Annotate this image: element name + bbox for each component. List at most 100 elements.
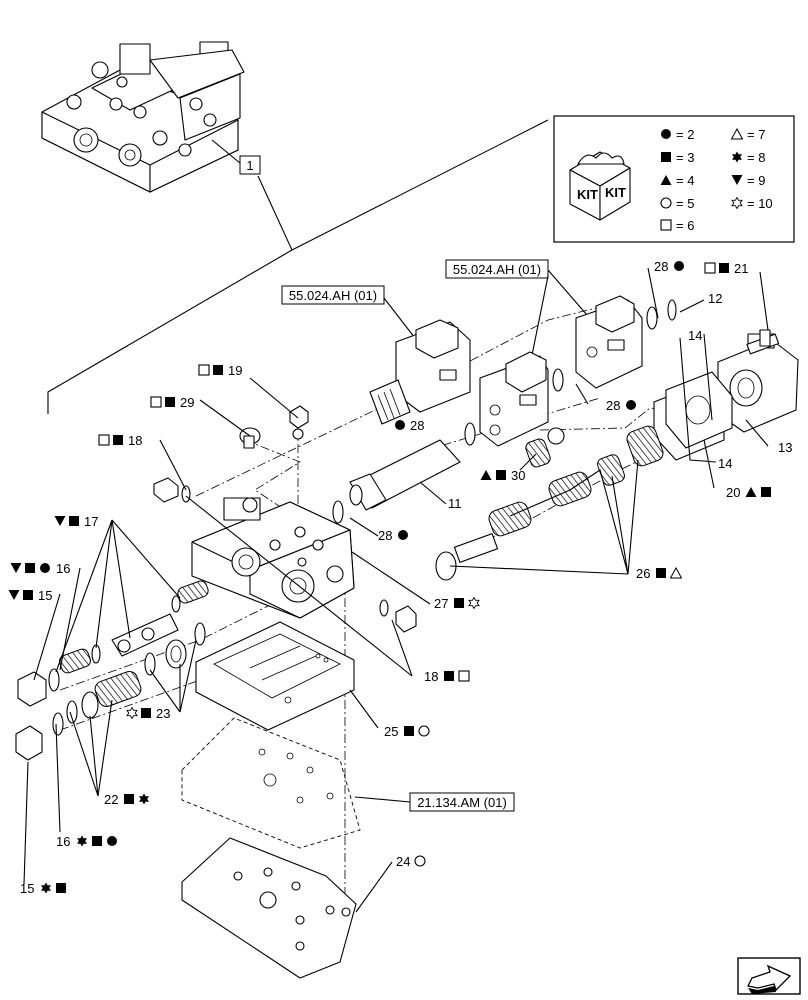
- plug-18-lower[interactable]: [395, 605, 417, 633]
- base-plate-24[interactable]: [181, 837, 357, 979]
- callout-19[interactable]: 19: [198, 363, 242, 378]
- svg-text:KIT: KIT: [577, 187, 598, 202]
- callout-29[interactable]: 29: [150, 395, 194, 410]
- callout-28-middle[interactable]: 28: [395, 418, 424, 433]
- o-ring-28: [332, 500, 344, 524]
- valve-assembly-overview: [41, 41, 245, 193]
- assembly-callout[interactable]: 1: [239, 155, 261, 175]
- legend-entry-9: = 9: [731, 173, 765, 188]
- legend-entry-10: = 10: [731, 196, 773, 211]
- solenoid-left[interactable]: [369, 319, 471, 425]
- callout-18-lower[interactable]: 18: [424, 669, 470, 684]
- reference-box-solenoid-right[interactable]: 55.024.AH (01): [445, 259, 549, 279]
- callout-14-lower[interactable]: 14: [718, 456, 732, 471]
- spool-17[interactable]: [111, 613, 179, 657]
- svg-text:22: 22: [104, 792, 118, 807]
- callout-28-lower[interactable]: 28: [378, 528, 408, 543]
- svg-text:= 4: = 4: [676, 173, 694, 188]
- svg-text:= 9: = 9: [747, 173, 765, 188]
- svg-text:28: 28: [606, 398, 620, 413]
- o-ring-28: [464, 422, 476, 446]
- callout-21[interactable]: 21: [704, 261, 748, 276]
- plug-15[interactable]: [15, 725, 43, 761]
- bolt-21[interactable]: [759, 329, 771, 347]
- plug-16[interactable]: [17, 671, 47, 707]
- bolt-19[interactable]: [289, 405, 309, 440]
- svg-text:= 8: = 8: [747, 150, 765, 165]
- solenoid-right[interactable]: [575, 295, 643, 389]
- spring-17[interactable]: [58, 579, 210, 674]
- svg-text:55.024.AH (01): 55.024.AH (01): [453, 262, 541, 277]
- svg-text:25: 25: [384, 724, 398, 739]
- svg-text:26: 26: [636, 566, 650, 581]
- svg-text:21.134.AM (01): 21.134.AM (01): [417, 795, 507, 810]
- svg-text:24: 24: [396, 854, 410, 869]
- legend-entry-3: = 3: [661, 150, 694, 165]
- svg-text:12: 12: [708, 291, 722, 306]
- svg-text:28: 28: [410, 418, 424, 433]
- svg-text:= 5: = 5: [676, 196, 694, 211]
- spring-set-26[interactable]: [435, 424, 665, 581]
- legend-entry-4: = 4: [660, 173, 694, 188]
- legend-entry-2: = 2: [661, 127, 694, 142]
- gasket-25[interactable]: [195, 621, 355, 731]
- callout-20[interactable]: 20: [726, 485, 771, 500]
- callout-15-lower[interactable]: 15: [20, 881, 66, 896]
- plug-18-upper[interactable]: [153, 477, 179, 503]
- svg-text:15: 15: [20, 881, 34, 896]
- callout-18-upper[interactable]: 18: [98, 433, 142, 448]
- callout-12[interactable]: 12: [708, 291, 722, 306]
- legend-entry-7: = 7: [731, 127, 765, 142]
- callout-16-lower[interactable]: 16: [56, 834, 117, 849]
- callout-23[interactable]: 23: [126, 706, 170, 721]
- svg-text:21: 21: [734, 261, 748, 276]
- end-cover[interactable]: [717, 333, 799, 433]
- svg-text:18: 18: [424, 669, 438, 684]
- leader-line: [529, 275, 549, 366]
- callout-26[interactable]: 26: [636, 566, 682, 581]
- next-page-arrow-icon[interactable]: [737, 957, 801, 995]
- spring-30[interactable]: [524, 427, 565, 469]
- callout-11[interactable]: 11: [448, 496, 462, 511]
- svg-text:11: 11: [448, 496, 462, 511]
- legend-entry-8: = 8: [732, 150, 765, 165]
- o-ring-28: [646, 306, 658, 330]
- valve-body[interactable]: [191, 497, 355, 619]
- callout-25[interactable]: 25: [384, 724, 430, 739]
- callout-13[interactable]: 13: [778, 440, 792, 455]
- svg-text:29: 29: [180, 395, 194, 410]
- callout-27[interactable]: 27: [434, 596, 480, 611]
- plug-23[interactable]: [165, 639, 187, 669]
- svg-text:16: 16: [56, 834, 70, 849]
- filled-circle-icon: [661, 129, 671, 139]
- o-ring-28: [552, 368, 564, 392]
- assembly-bracket-line-2: [291, 119, 549, 251]
- callout-14-upper[interactable]: 14: [688, 328, 702, 343]
- svg-text:= 3: = 3: [676, 150, 694, 165]
- solenoid-middle[interactable]: [479, 351, 549, 447]
- callout-16-upper[interactable]: 16: [10, 561, 71, 576]
- svg-text:27: 27: [434, 596, 448, 611]
- svg-text:15: 15: [38, 588, 52, 603]
- reference-box-solenoid-left[interactable]: 55.024.AH (01): [281, 285, 385, 305]
- spring-22[interactable]: [81, 669, 143, 719]
- reference-box-separator-plate[interactable]: 21.134.AM (01): [409, 792, 515, 812]
- callout-24[interactable]: 24: [396, 854, 426, 869]
- hollow-square-icon: [660, 219, 672, 231]
- callout-28-right[interactable]: 28: [606, 398, 636, 413]
- svg-text:= 6: = 6: [676, 218, 694, 233]
- assembly-bracket-line: [47, 175, 293, 414]
- callout-30[interactable]: 30: [480, 468, 526, 483]
- callout-17[interactable]: 17: [54, 514, 99, 529]
- svg-text:14: 14: [718, 456, 732, 471]
- svg-text:16: 16: [56, 561, 70, 576]
- callout-22[interactable]: 22: [104, 792, 149, 807]
- separator-plate-dashed: [181, 717, 361, 849]
- spool[interactable]: [349, 439, 461, 511]
- svg-text:13: 13: [778, 440, 792, 455]
- kit-box-icon: KIT KIT: [569, 151, 631, 221]
- svg-text:14: 14: [688, 328, 702, 343]
- callout-28-top[interactable]: 28: [654, 259, 684, 274]
- callout-15-upper[interactable]: 15: [8, 588, 53, 603]
